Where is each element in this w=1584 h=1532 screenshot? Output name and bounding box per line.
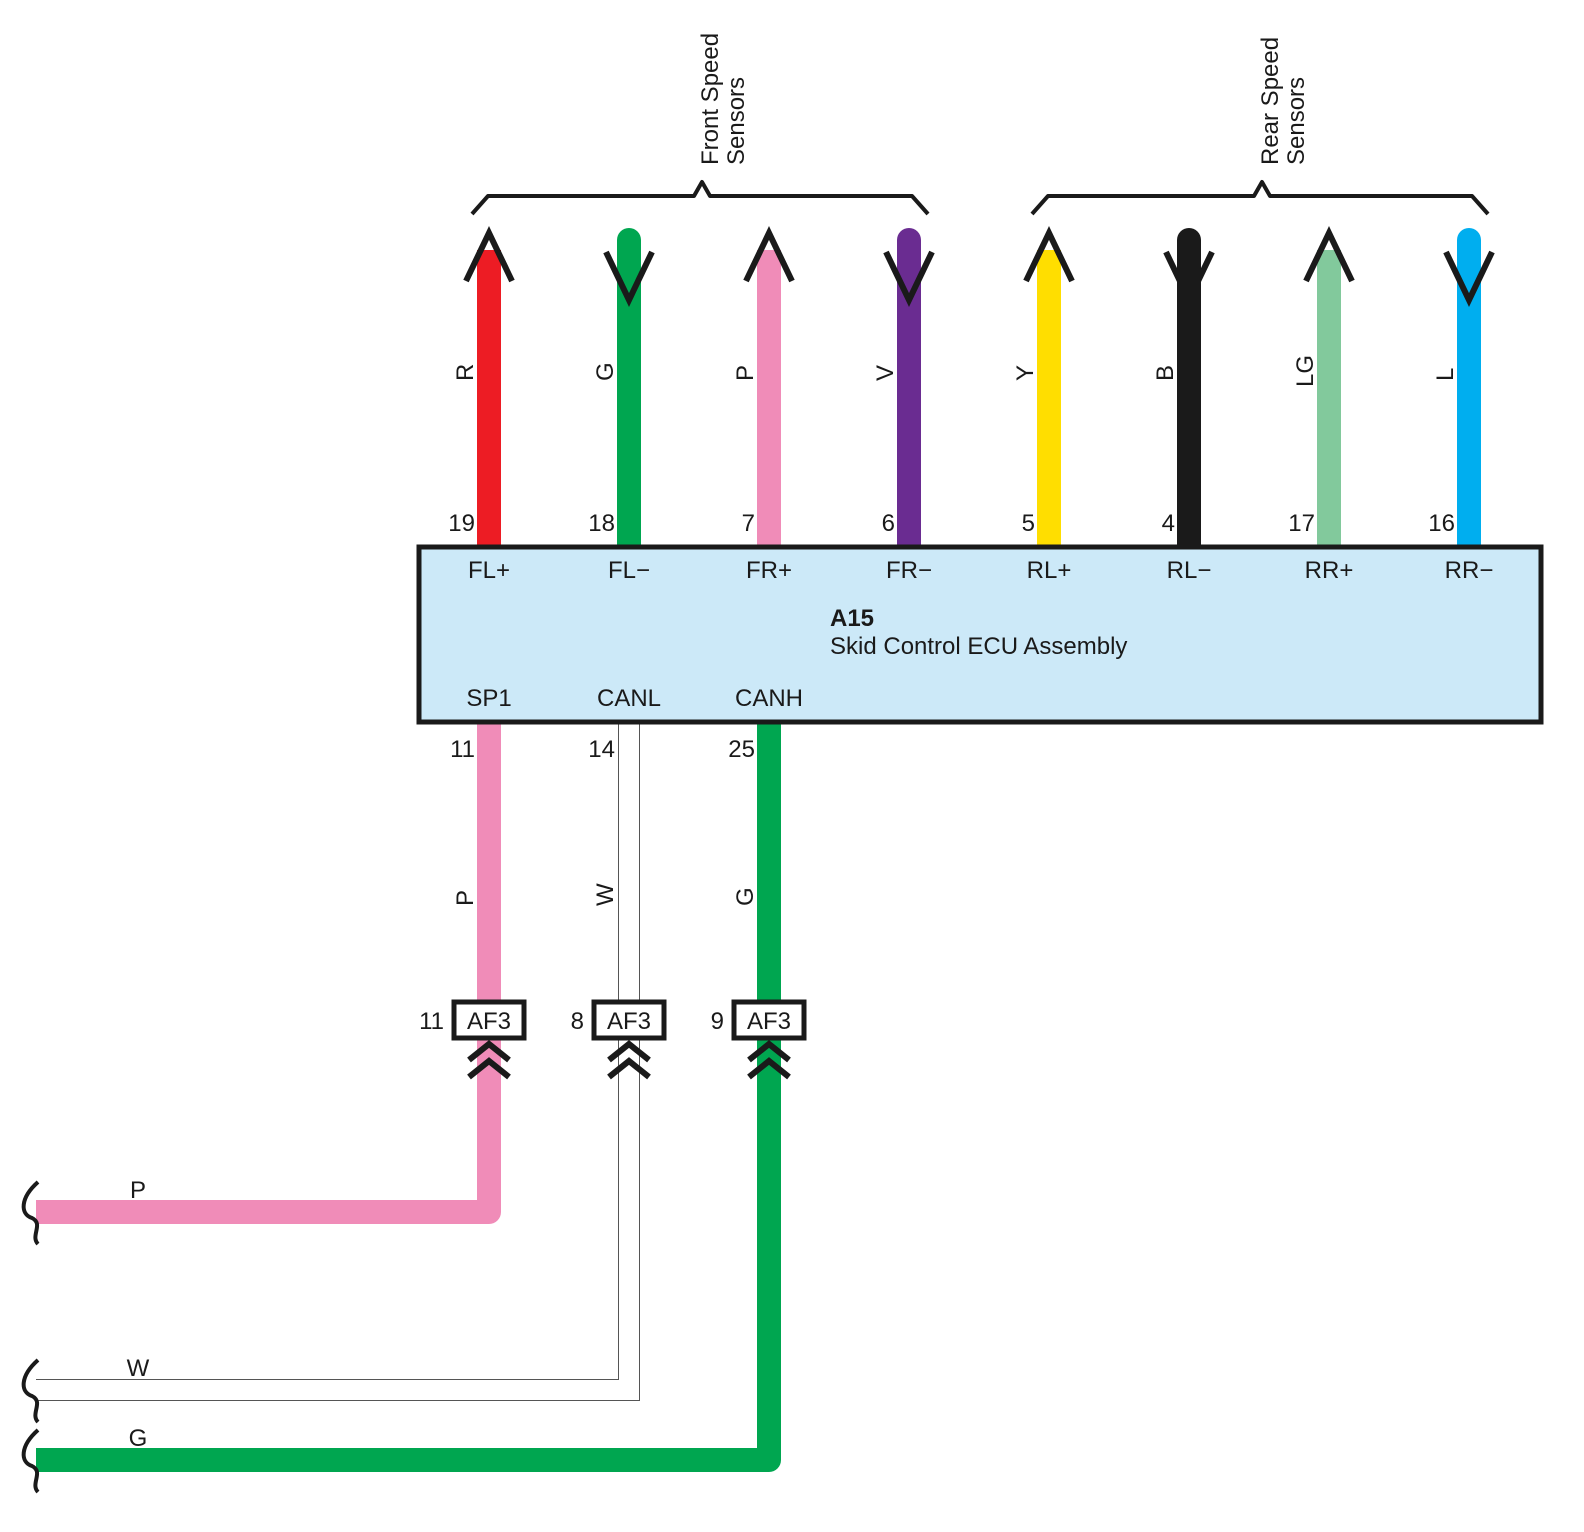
terminal-label-fr-minus: FR−	[886, 557, 932, 584]
harness-ends	[21, 1180, 40, 1494]
connector-box	[731, 999, 807, 1041]
wire-color-label: R	[452, 364, 479, 381]
pin-number: 4	[1162, 510, 1175, 537]
connector-id: AF3	[747, 1008, 791, 1035]
arrow-down-icon	[1443, 250, 1495, 307]
harness-end-label: W	[127, 1355, 150, 1382]
arrow-down-icon	[883, 250, 935, 307]
front-group-label-line-1: Front Speed	[697, 33, 724, 165]
connector-af3-pin-8: AF3 8	[571, 999, 667, 1080]
wire-outline-canl	[36, 720, 640, 1401]
rear-group-label: Rear SpeedSensors	[1257, 37, 1310, 165]
wire-rl-minus: B4	[1152, 228, 1215, 557]
wire-color-label: G	[732, 887, 759, 906]
rear-speed-sensors-group: Rear SpeedSensors	[1030, 37, 1490, 216]
connector-af3-pin-9: AF3 9	[711, 999, 807, 1080]
wire-fr-minus: V6	[872, 228, 935, 557]
connector-box	[451, 999, 527, 1041]
arrow-up-icon	[463, 226, 515, 283]
wire-fl-plus: R 19	[448, 226, 515, 545]
wire-line-sp1	[36, 720, 501, 1224]
wire-line-canh	[36, 720, 781, 1472]
terminal-label-rr-minus: RR−	[1445, 557, 1494, 584]
terminal-label-canl: CANL	[597, 685, 661, 712]
ecu-box	[416, 544, 1544, 725]
wire-color-label: V	[872, 365, 899, 381]
pin-number: 6	[882, 510, 895, 537]
arrow-up-icon	[1303, 226, 1355, 283]
ecu-terminals: FL+ FL− FR+ FR− RL+ RL− RR+ RR− SP1 CANL CANH	[466, 557, 1493, 712]
ecu-name: Skid Control ECU Assembly	[830, 633, 1127, 660]
wire-color-label: L	[1432, 368, 1459, 381]
pin-number: 16	[1428, 510, 1455, 537]
pin-number: 25	[728, 736, 755, 763]
wire-color-label: LG	[1292, 355, 1319, 387]
wire-color-label: B	[1152, 365, 1179, 381]
front-group-brace	[470, 180, 930, 216]
wire-line-canl	[36, 720, 639, 1400]
pin-number: 18	[588, 510, 615, 537]
connector-box	[591, 999, 667, 1041]
connector-pin-number: 9	[711, 1008, 724, 1035]
terminal-label-sp1: SP1	[466, 685, 511, 712]
harness-end-label: P	[130, 1177, 146, 1204]
ecu-assembly: A15 Skid Control ECU Assembly	[416, 544, 1544, 725]
wire-canl: W 14W	[36, 720, 640, 1401]
wire-color-label: Y	[1012, 365, 1039, 381]
connector-id: AF3	[467, 1008, 511, 1035]
wire-color-label: G	[592, 362, 619, 381]
terminal-label-fl-minus: FL−	[608, 557, 650, 584]
front-group-label-line-2: Sensors	[723, 77, 750, 165]
rear-group-brace	[1030, 180, 1490, 216]
wire-color-label: P	[452, 890, 479, 906]
terminal-label-fl-plus: FL+	[468, 557, 510, 584]
pin-number: 11	[450, 736, 475, 763]
chevron-up-icon	[467, 1040, 511, 1080]
wire-fr-plus: P7	[732, 226, 795, 545]
wire-color-label: W	[592, 883, 619, 906]
chevron-up-icon	[607, 1040, 651, 1080]
terminal-label-rl-plus: RL+	[1027, 557, 1072, 584]
arrow-up-icon	[743, 226, 795, 283]
connector-af3-pin-11: AF3 11	[419, 999, 527, 1080]
wire-fl-minus: G 18	[588, 228, 655, 557]
arrow-down-icon	[1163, 250, 1215, 307]
arrow-up-icon	[1023, 226, 1075, 283]
connector-id: AF3	[607, 1008, 651, 1035]
connector-pin-number: 8	[571, 1008, 584, 1035]
harness-break-icon	[21, 1180, 40, 1246]
rear-group-label-line-1: Rear Speed	[1257, 37, 1284, 165]
arrow-down-icon	[603, 250, 655, 307]
connectors: AF3 11 AF3 8 AF3 9	[419, 999, 807, 1080]
wire-rl-plus: Y5	[1012, 226, 1075, 545]
front-speed-sensors-group: Front SpeedSensors	[470, 33, 930, 216]
wire-canh: G 25G	[36, 720, 781, 1472]
pin-number: 5	[1022, 510, 1035, 537]
wire-color-label: P	[732, 365, 759, 381]
wire-rr-plus: LG 17	[1288, 226, 1355, 545]
rear-group-label-line-2: Sensors	[1283, 77, 1310, 165]
connector-pin-number: 11	[419, 1008, 444, 1035]
terminal-label-rr-plus: RR+	[1305, 557, 1354, 584]
pin-number: 19	[448, 510, 475, 537]
wire-rr-minus: L 16	[1428, 228, 1495, 557]
harness-break-icon	[21, 1428, 40, 1494]
front-group-label: Front SpeedSensors	[697, 33, 750, 165]
terminal-label-rl-minus: RL−	[1167, 557, 1212, 584]
terminal-label-fr-plus: FR+	[746, 557, 792, 584]
pin-number: 14	[588, 736, 615, 763]
ecu-id: A15	[830, 605, 874, 632]
terminal-label-canh: CANH	[735, 685, 803, 712]
chevron-up-icon	[747, 1040, 791, 1080]
pin-number: 17	[1288, 510, 1315, 537]
pin-number: 7	[742, 510, 755, 537]
harness-break-icon	[21, 1358, 40, 1424]
harness-end-label: G	[129, 1425, 148, 1452]
